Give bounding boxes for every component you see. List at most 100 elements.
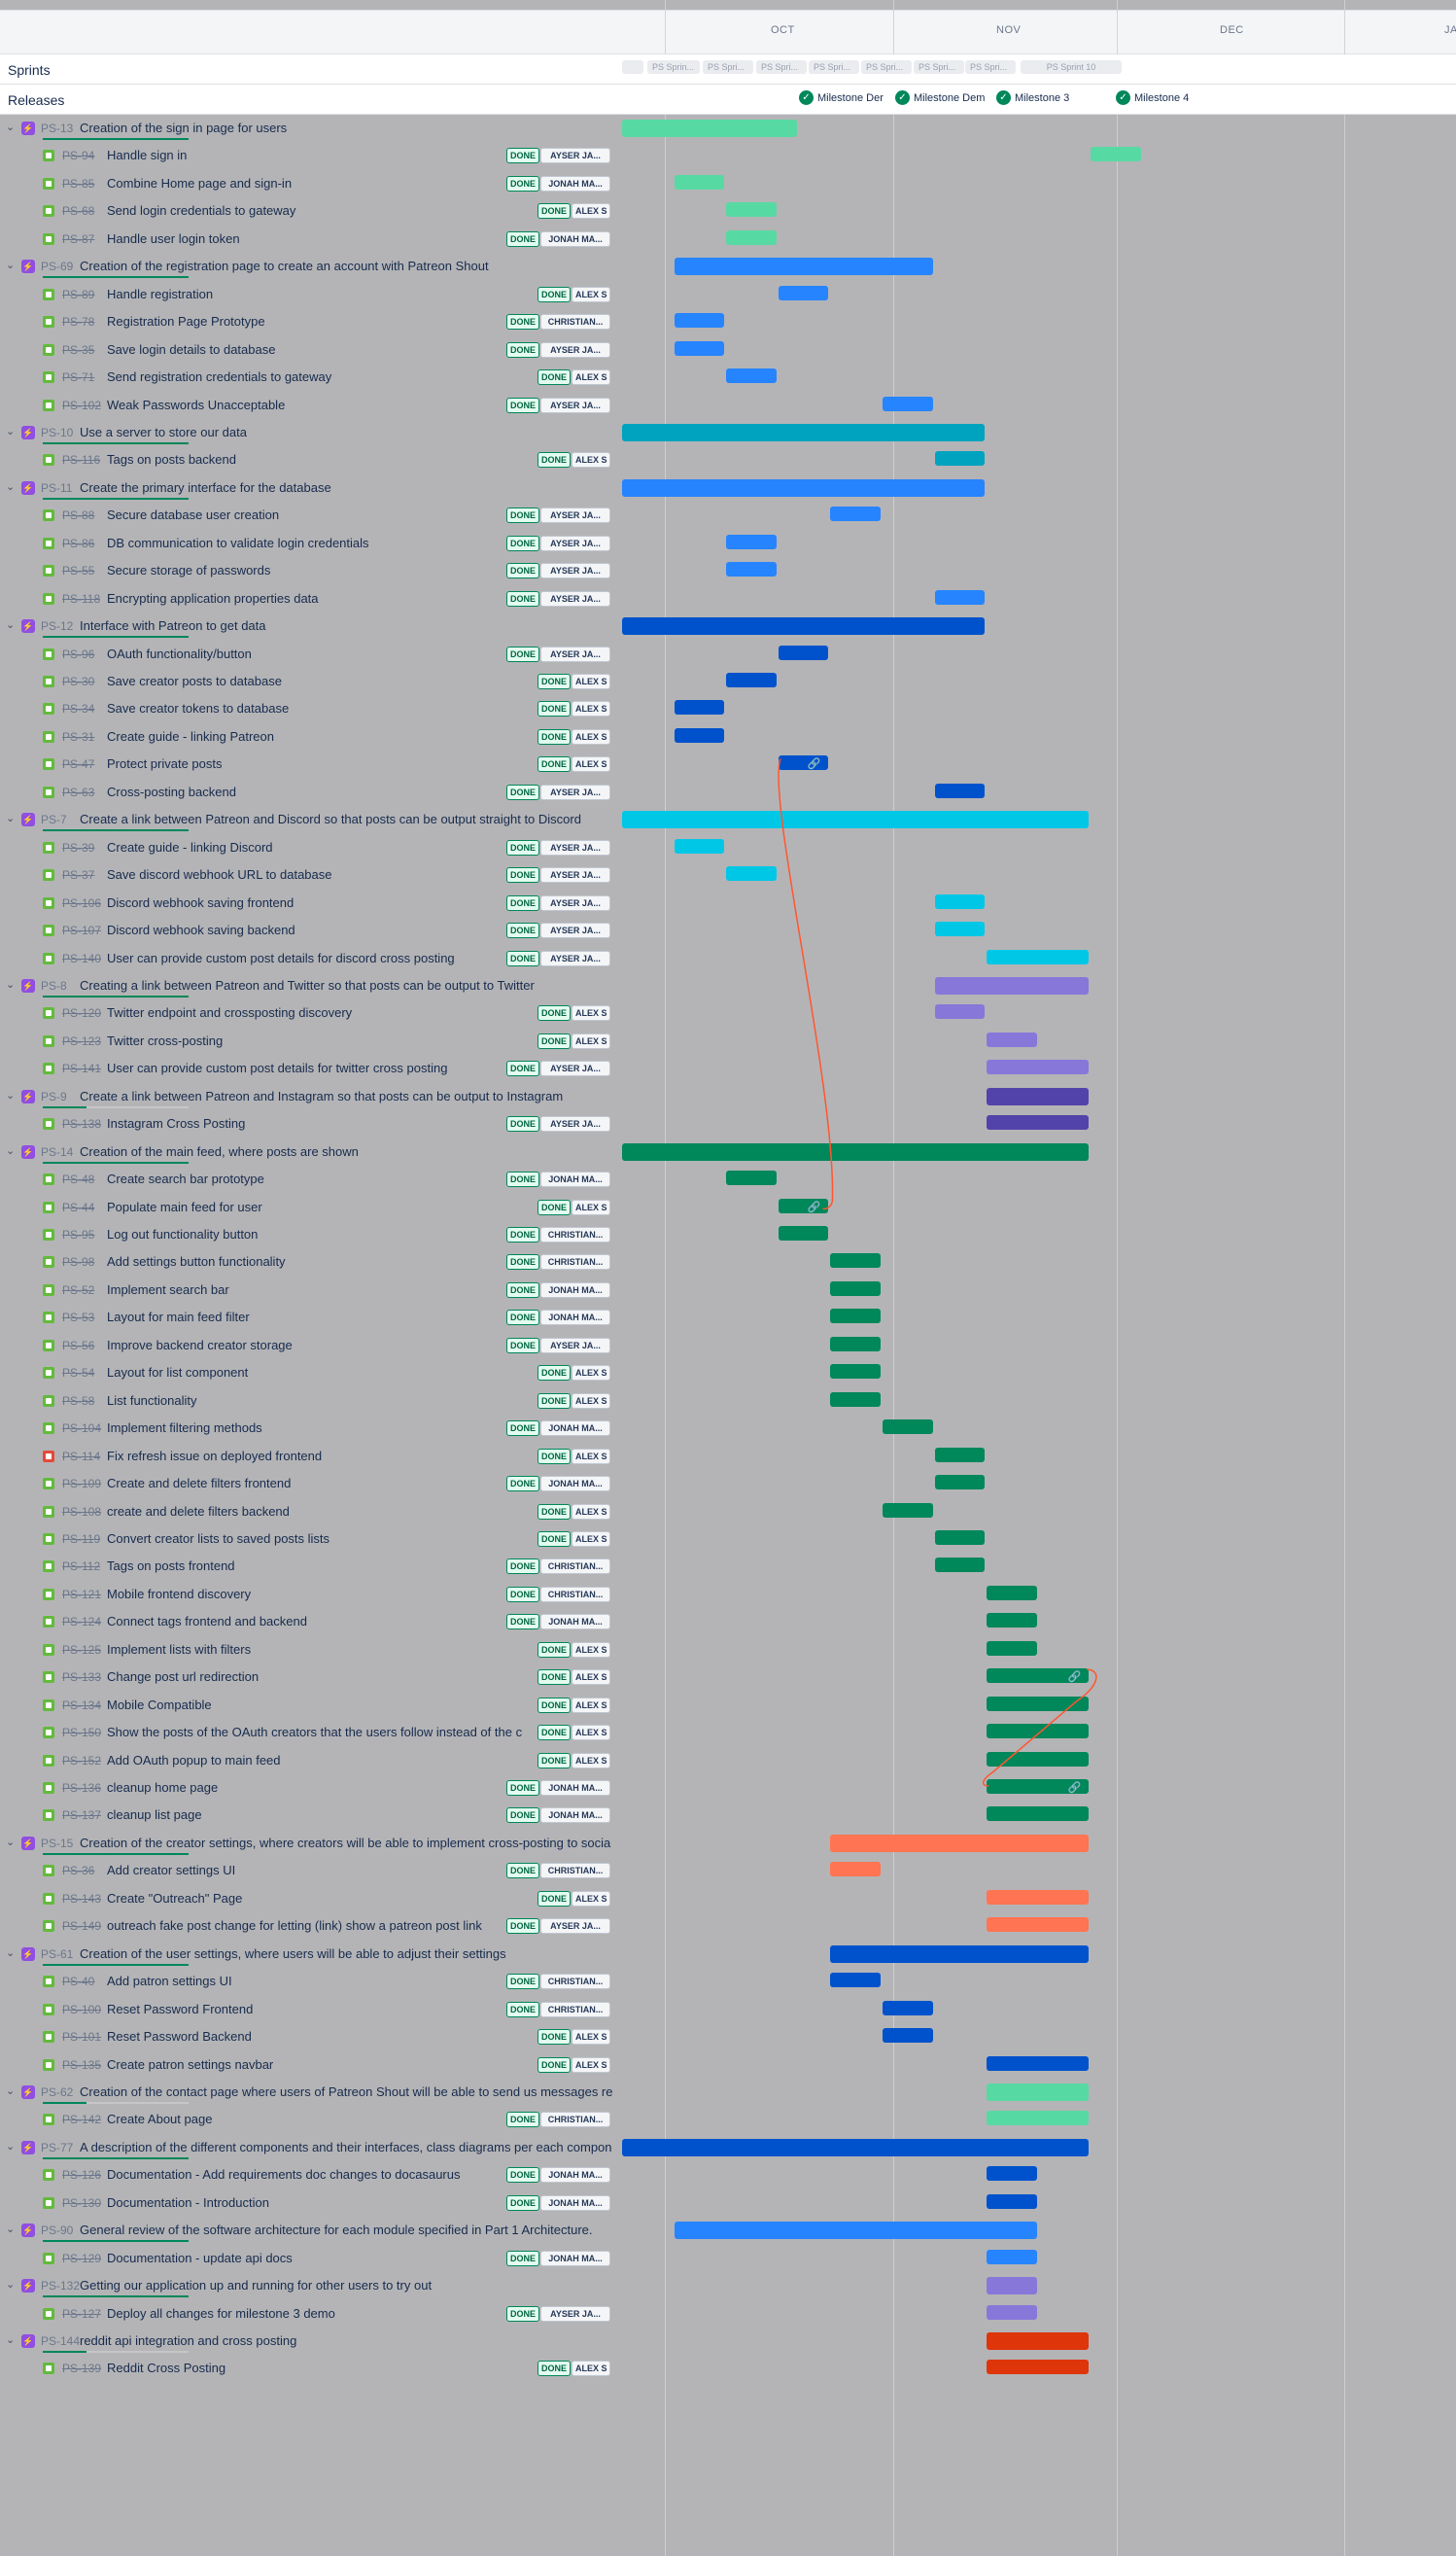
status-badge[interactable]: DONE [537, 701, 572, 718]
issue-key[interactable]: PS-102 [62, 398, 102, 412]
issue-key[interactable]: PS-140 [62, 951, 102, 965]
status-badge[interactable]: DONE [506, 230, 540, 247]
issue-bar[interactable] [674, 700, 725, 716]
issue-key[interactable]: PS-14 [41, 1144, 74, 1159]
issue-title[interactable]: Encrypting application properties data [107, 590, 319, 606]
chevron-down-icon[interactable]: ⌄ [6, 813, 16, 825]
assignee-badge[interactable]: ALEX S [572, 1392, 610, 1409]
status-badge[interactable]: DONE [506, 2001, 540, 2017]
issue-key[interactable]: PS-11 [41, 480, 73, 495]
assignee-badge[interactable]: ALEX S [572, 674, 610, 689]
issue-key[interactable]: PS-143 [62, 1891, 102, 1906]
assignee-badge[interactable]: JONAH MA... [540, 230, 610, 247]
chevron-down-icon[interactable]: ⌄ [6, 2084, 16, 2097]
status-badge[interactable]: DONE [537, 1530, 572, 1547]
sprint-8[interactable]: PS Sprint 10 [1021, 60, 1122, 74]
issue-bar[interactable] [830, 1391, 881, 1407]
issue-bar[interactable] [1091, 147, 1141, 162]
issue-title[interactable]: User can provide custom post details for… [107, 950, 455, 965]
issue-bar[interactable] [987, 1640, 1037, 1656]
issue-bar[interactable] [987, 1585, 1037, 1600]
issue-title[interactable]: Creation of the user settings, where use… [80, 1945, 506, 1961]
issue-title[interactable]: Weak Passwords Unacceptable [107, 397, 286, 412]
issue-bar[interactable] [934, 589, 986, 605]
assignee-badge[interactable]: ALEX S [572, 2361, 610, 2377]
chevron-down-icon[interactable]: ⌄ [6, 619, 16, 632]
issue-title[interactable]: Add creator settings UI [107, 1863, 236, 1878]
link-icon[interactable]: 🔗 [1067, 1782, 1082, 1794]
issue-bar[interactable] [830, 1973, 881, 1988]
issue-title[interactable]: Tags on posts backend [107, 452, 236, 468]
issue-bar[interactable] [830, 1253, 881, 1269]
issue-key[interactable]: PS-136 [62, 1781, 102, 1795]
issue-key[interactable]: PS-68 [62, 204, 95, 219]
issue-key[interactable]: PS-123 [62, 1033, 102, 1048]
epic-bar[interactable] [987, 1087, 1090, 1105]
status-badge[interactable]: DONE [537, 756, 572, 773]
issue-title[interactable]: Add patron settings UI [107, 1974, 232, 1989]
issue-title[interactable]: Reset Password Frontend [107, 2001, 254, 2016]
sprint-0[interactable] [622, 60, 643, 74]
issue-key[interactable]: PS-96 [62, 647, 95, 661]
issue-bar[interactable] [934, 1529, 986, 1545]
status-badge[interactable]: DONE [537, 203, 572, 220]
issue-key[interactable]: PS-31 [62, 729, 95, 744]
issue-title[interactable]: Discord webhook saving frontend [107, 894, 295, 910]
status-badge[interactable]: DONE [506, 867, 540, 884]
sprint-5[interactable]: PS Spri... [861, 60, 912, 74]
issue-bar[interactable] [987, 1889, 1090, 1905]
issue-bar[interactable] [830, 1862, 881, 1877]
issue-title[interactable]: Reset Password Backend [107, 2029, 252, 2045]
issue-key[interactable]: PS-138 [62, 1117, 102, 1132]
issue-title[interactable]: Deploy all changes for milestone 3 demo [107, 2305, 335, 2321]
assignee-badge[interactable]: ALEX S [572, 2056, 610, 2073]
issue-bar[interactable] [883, 2000, 933, 2015]
sprint-3[interactable]: PS Spri... [756, 60, 807, 74]
issue-key[interactable]: PS-13 [41, 122, 74, 135]
assignee-badge[interactable]: ALEX S [572, 1033, 610, 1049]
status-badge[interactable]: DONE [537, 1365, 572, 1382]
milestone-3[interactable]: ✓Milestone 3 [996, 90, 1069, 105]
issue-title[interactable]: Log out functionality button [107, 1227, 259, 1242]
issue-bar[interactable] [726, 534, 777, 549]
issue-key[interactable]: PS-47 [62, 757, 95, 772]
status-badge[interactable]: DONE [506, 2194, 540, 2211]
issue-key[interactable]: PS-71 [62, 370, 95, 385]
issue-title[interactable]: Creation of the registration page to cre… [80, 259, 489, 274]
status-badge[interactable]: DONE [506, 535, 540, 551]
assignee-badge[interactable]: AYSER JA... [540, 923, 610, 939]
assignee-badge[interactable]: CHRISTIAN... [540, 1863, 610, 1879]
assignee-badge[interactable]: AYSER JA... [540, 1918, 610, 1935]
link-icon[interactable]: 🔗 [807, 758, 821, 771]
assignee-badge[interactable]: JONAH MA... [540, 1172, 610, 1188]
status-badge[interactable]: DONE [537, 452, 572, 469]
issue-bar[interactable] [830, 1364, 881, 1380]
status-badge[interactable]: DONE [506, 148, 540, 164]
issue-title[interactable]: Getting our application up and running f… [80, 2278, 433, 2293]
issue-title[interactable]: Add OAuth popup to main feed [107, 1752, 281, 1768]
issue-title[interactable]: create and delete filters backend [107, 1503, 290, 1519]
issue-key[interactable]: PS-132 [41, 2279, 81, 2293]
assignee-badge[interactable]: ALEX S [572, 1752, 610, 1768]
issue-title[interactable]: Save creator tokens to database [107, 701, 290, 717]
sprint-1[interactable]: PS Sprin... [647, 60, 700, 74]
issue-key[interactable]: PS-87 [62, 231, 95, 246]
